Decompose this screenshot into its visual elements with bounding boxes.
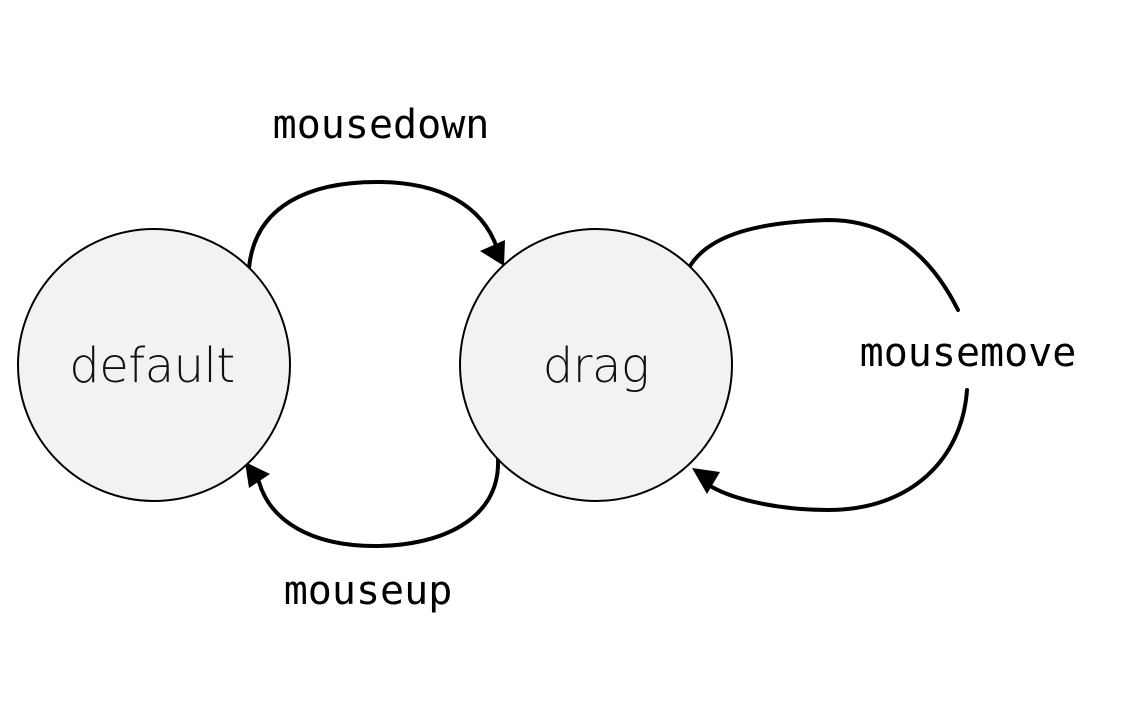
edge-mouseup [257, 458, 501, 549]
edge-mousedown [247, 179, 499, 270]
arrowhead-mouseup [245, 462, 270, 488]
label-mousemove: mousemove [860, 330, 1077, 376]
state-default: default [17, 228, 291, 502]
state-drag-label: drag [543, 338, 649, 394]
state-drag: drag [459, 228, 733, 502]
arrowhead-mousemove [692, 468, 720, 494]
arrowhead-mousedown [480, 240, 505, 266]
state-default-circle [17, 228, 291, 502]
edge-mousemove-lower [710, 388, 969, 513]
state-drag-circle [459, 228, 733, 502]
transition-mouseup: mouseup [245, 458, 501, 614]
label-mousedown: mousedown [273, 102, 490, 148]
label-mouseup: mouseup [284, 568, 453, 614]
edge-mousemove-upper [688, 217, 960, 312]
transition-mousedown: mousedown [247, 102, 505, 270]
state-default-label: default [69, 338, 234, 394]
transition-mousemove: mousemove [688, 217, 1077, 513]
